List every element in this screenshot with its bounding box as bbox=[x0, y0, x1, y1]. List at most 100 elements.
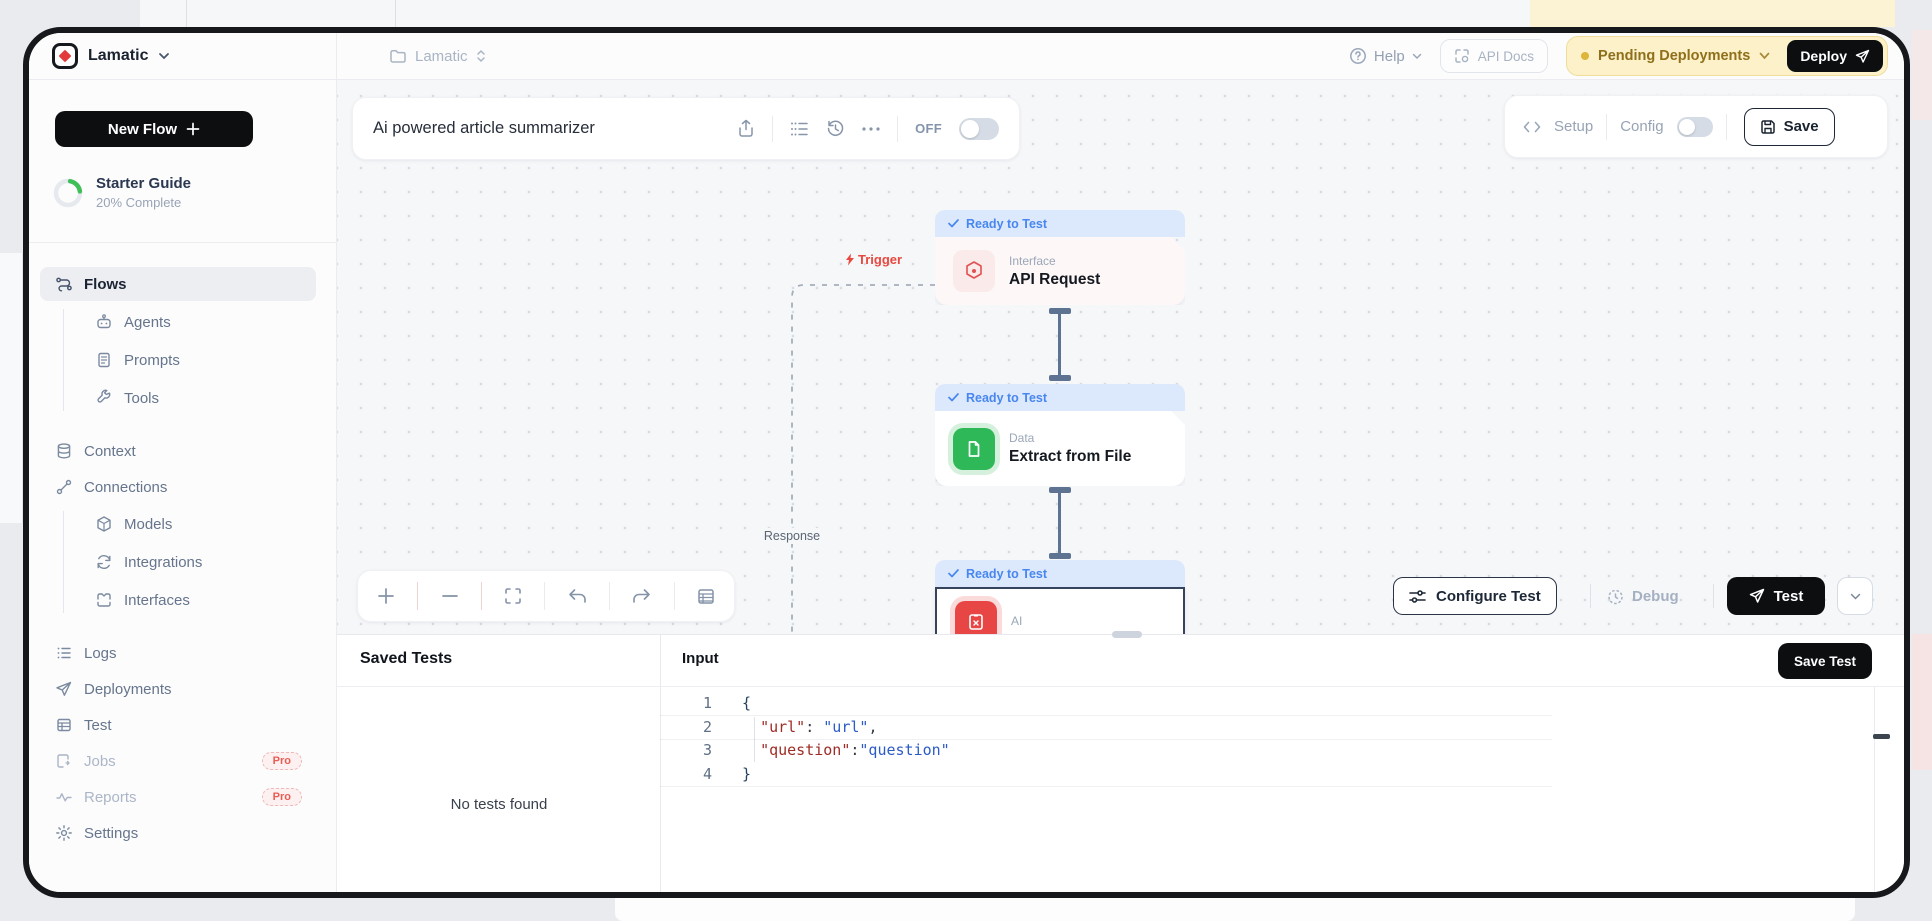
timer-icon bbox=[1608, 589, 1623, 604]
sync-icon bbox=[95, 553, 113, 571]
config-toggle[interactable] bbox=[1676, 116, 1713, 137]
indent-guide bbox=[754, 717, 755, 762]
input-json-editor[interactable]: 1 { 2 "url": "url", 3 "question":"questi… bbox=[660, 692, 1875, 786]
line-number: 1 bbox=[702, 694, 712, 712]
connections-subgroup: Models Integrations Interfaces bbox=[29, 505, 336, 619]
pulse-icon bbox=[55, 788, 73, 806]
node-api-request[interactable]: Ready to Test Interface API Request bbox=[935, 210, 1185, 305]
divider bbox=[608, 582, 610, 610]
edge-line bbox=[1058, 314, 1061, 375]
sidebar-item-prompts[interactable]: Prompts bbox=[29, 341, 336, 379]
deploy-button[interactable]: Deploy bbox=[1787, 40, 1883, 72]
redo-icon[interactable] bbox=[632, 588, 651, 604]
data-node-icon bbox=[953, 428, 995, 470]
chevron-down-icon bbox=[1759, 52, 1770, 60]
check-icon bbox=[948, 569, 959, 578]
panel-drag-handle[interactable] bbox=[1112, 631, 1142, 638]
sliders-icon bbox=[1409, 589, 1426, 603]
sidebar-item-reports[interactable]: Reports Pro bbox=[29, 779, 336, 815]
sidebar-item-deployments[interactable]: Deployments bbox=[29, 671, 336, 707]
api-docs-label: API Docs bbox=[1477, 48, 1535, 64]
editor-row-line bbox=[660, 786, 1552, 787]
sidebar: New Flow Starter Guide 20% Complete bbox=[29, 80, 337, 892]
save-button[interactable]: Save bbox=[1743, 107, 1835, 146]
fit-view-icon[interactable] bbox=[504, 587, 522, 605]
checklist-icon[interactable] bbox=[790, 121, 809, 137]
workspace-name: Lamatic bbox=[88, 47, 149, 64]
sidebar-item-agents[interactable]: Agents bbox=[29, 303, 336, 341]
notes-icon[interactable] bbox=[697, 588, 715, 605]
configure-test-button[interactable]: Configure Test bbox=[1393, 577, 1557, 615]
flow-enable-toggle[interactable] bbox=[959, 117, 999, 140]
history-icon[interactable] bbox=[826, 119, 845, 138]
paper-plane-icon bbox=[55, 680, 73, 698]
share-icon[interactable] bbox=[737, 119, 755, 138]
chevron-down-icon bbox=[1850, 593, 1860, 600]
sidebar-item-label: Context bbox=[84, 442, 136, 460]
node-status-banner: Ready to Test bbox=[935, 384, 1185, 411]
trigger-label: Trigger bbox=[845, 252, 902, 267]
divider bbox=[544, 582, 546, 610]
folder-icon bbox=[390, 50, 406, 63]
node-status-banner: Ready to Test bbox=[935, 210, 1185, 237]
starter-guide-title: Starter Guide bbox=[96, 175, 192, 192]
sidebar-item-jobs[interactable]: Jobs Pro bbox=[29, 743, 336, 779]
divider bbox=[772, 115, 774, 142]
cube-icon bbox=[95, 515, 113, 533]
sidebar-item-interfaces[interactable]: Interfaces bbox=[29, 581, 336, 619]
help-menu[interactable]: Help bbox=[1349, 47, 1422, 65]
plus-icon bbox=[186, 122, 200, 136]
panel-column-divider bbox=[660, 635, 661, 892]
starter-guide[interactable]: Starter Guide 20% Complete bbox=[53, 175, 336, 210]
node-category: Interface bbox=[1009, 253, 1056, 268]
sidebar-item-integrations[interactable]: Integrations bbox=[29, 543, 336, 581]
undo-icon[interactable] bbox=[568, 588, 587, 604]
sidebar-item-settings[interactable]: Settings bbox=[29, 815, 336, 851]
sidebar-item-label: Connections bbox=[84, 478, 168, 496]
send-icon bbox=[1749, 588, 1764, 603]
pro-badge: Pro bbox=[261, 752, 302, 770]
document-icon bbox=[95, 351, 113, 369]
sidebar-item-label: Flows bbox=[84, 275, 127, 293]
debug-button[interactable]: Debug bbox=[1607, 577, 1679, 615]
sidebar-item-context[interactable]: Context bbox=[29, 433, 336, 469]
zoom-in-icon[interactable] bbox=[377, 587, 395, 605]
editor-scrollbar-thumb[interactable] bbox=[1873, 734, 1890, 739]
job-icon bbox=[55, 752, 73, 770]
test-options-button[interactable] bbox=[1837, 577, 1873, 615]
sidebar-item-test[interactable]: Test bbox=[29, 707, 336, 743]
api-docs-button[interactable]: API Docs bbox=[1439, 39, 1549, 73]
send-icon bbox=[1855, 49, 1870, 63]
flow-state-label: OFF bbox=[915, 121, 942, 136]
edge-cap bbox=[1049, 553, 1071, 559]
help-label: Help bbox=[1373, 47, 1405, 65]
new-flow-button[interactable]: New Flow bbox=[55, 111, 253, 147]
zoom-out-icon[interactable] bbox=[441, 594, 459, 598]
editor-scrollbar-track[interactable] bbox=[1874, 686, 1875, 892]
sidebar-item-tools[interactable]: Tools bbox=[29, 379, 336, 417]
no-tests-message: No tests found bbox=[450, 796, 548, 813]
breadcrumb[interactable]: Lamatic bbox=[389, 48, 486, 65]
database-icon bbox=[55, 442, 73, 460]
gear-icon bbox=[55, 824, 73, 842]
test-button[interactable]: Test bbox=[1727, 577, 1825, 615]
sidebar-item-logs[interactable]: Logs bbox=[29, 635, 336, 671]
more-options-icon[interactable] bbox=[862, 126, 880, 131]
check-icon bbox=[948, 219, 959, 228]
node-ai[interactable]: Ready to Test AI bbox=[935, 560, 1185, 634]
save-test-button[interactable]: Save Test bbox=[1777, 643, 1872, 679]
sidebar-item-models[interactable]: Models bbox=[29, 505, 336, 543]
api-docs-icon bbox=[1455, 49, 1469, 63]
flow-title-bar: Ai powered article summarizer OFF bbox=[352, 97, 1020, 160]
main-area: Trigger Response Ready to Test bbox=[337, 80, 1904, 892]
flow-canvas[interactable]: Trigger Response Ready to Test bbox=[337, 80, 1904, 634]
workspace-switcher[interactable]: Lamatic bbox=[29, 33, 337, 79]
setup-tab[interactable]: Setup bbox=[1554, 118, 1594, 135]
sidebar-item-flows[interactable]: Flows bbox=[40, 267, 316, 301]
sidebar-item-connections[interactable]: Connections bbox=[29, 469, 336, 505]
node-extract-from-file[interactable]: Ready to Test Data Extract from File bbox=[935, 384, 1185, 486]
flow-icon bbox=[55, 275, 73, 293]
pending-deployments-pill[interactable]: Pending Deployments Deploy bbox=[1566, 36, 1888, 76]
window-icon bbox=[95, 591, 113, 609]
backdrop-right-strip bbox=[1912, 634, 1932, 770]
